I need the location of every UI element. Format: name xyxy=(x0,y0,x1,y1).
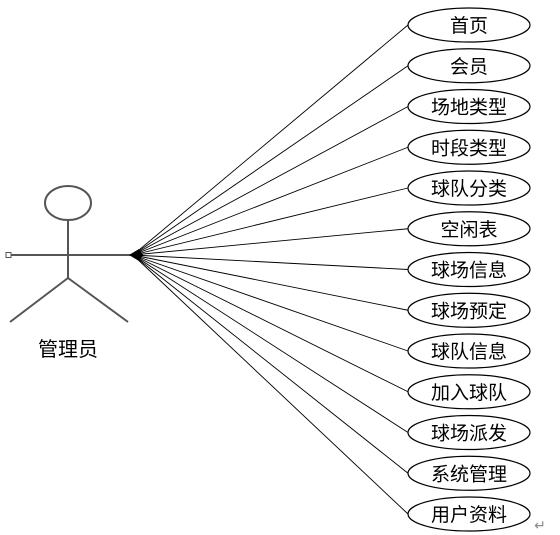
use-case-1: 首页 xyxy=(407,7,531,43)
use-case-label: 球队分类 xyxy=(431,178,507,200)
use-case-13: 用户资料 xyxy=(407,496,531,532)
use-case-label: 球队信息 xyxy=(431,341,507,363)
actor-right-leg xyxy=(67,277,129,323)
use-case-ellipse xyxy=(407,455,531,491)
use-case-label: 场地类型 xyxy=(431,97,507,119)
use-case-ellipse xyxy=(407,88,531,125)
association-line xyxy=(132,228,409,256)
association-line xyxy=(132,106,409,256)
association-line xyxy=(132,254,409,270)
actor-label: 管理员 xyxy=(38,337,98,361)
use-case-3: 场地类型 xyxy=(407,88,531,125)
association-line xyxy=(132,254,409,515)
use-case-2: 会员 xyxy=(407,48,531,84)
use-case-4: 时段类型 xyxy=(407,129,531,165)
use-case-ellipse xyxy=(407,7,531,43)
use-case-list: 首页会员场地类型时段类型球队分类空闲表球场信息球场预定球队信息加入球队球场派发系… xyxy=(407,7,531,532)
association-line xyxy=(132,254,409,474)
use-case-ellipse xyxy=(407,496,531,532)
use-case-7: 球场信息 xyxy=(407,251,531,288)
association-line xyxy=(132,187,409,256)
association-line xyxy=(132,65,409,256)
use-case-ellipse xyxy=(407,292,531,328)
return-arrow-icon: ↵ xyxy=(534,518,546,534)
use-case-10: 加入球队 xyxy=(407,374,531,410)
use-case-6: 空闲表 xyxy=(407,211,531,247)
use-case-ellipse xyxy=(407,48,531,84)
use-case-label: 首页 xyxy=(450,15,488,37)
association-line xyxy=(132,254,409,311)
use-case-5: 球队分类 xyxy=(407,170,531,206)
use-case-ellipse xyxy=(407,333,531,369)
use-case-ellipse xyxy=(407,211,531,247)
use-case-label: 空闲表 xyxy=(440,219,497,241)
actor-arm-handle xyxy=(5,252,12,258)
use-case-ellipse xyxy=(407,129,531,165)
use-case-11: 球场派发 xyxy=(407,414,531,451)
actor-figure: 管理员 xyxy=(5,185,132,361)
association-line xyxy=(132,146,409,256)
actor-head xyxy=(44,185,92,221)
actor-left-leg xyxy=(9,277,69,323)
use-case-9: 球队信息 xyxy=(407,333,531,369)
use-case-label: 会员 xyxy=(450,56,488,78)
association-lines xyxy=(132,24,409,515)
use-case-ellipse xyxy=(407,414,531,451)
use-case-ellipse xyxy=(407,374,531,410)
use-case-label: 加入球队 xyxy=(431,382,507,404)
association-line xyxy=(132,24,409,256)
association-line xyxy=(132,254,409,352)
association-hub xyxy=(129,249,143,261)
use-case-label: 球场派发 xyxy=(431,423,507,445)
use-case-ellipse xyxy=(407,170,531,206)
association-line xyxy=(132,254,409,393)
use-case-label: 系统管理 xyxy=(431,463,507,485)
use-case-label: 球场信息 xyxy=(431,260,507,282)
association-line xyxy=(132,254,409,433)
use-case-ellipse xyxy=(407,251,531,288)
use-case-label: 时段类型 xyxy=(431,137,507,159)
use-case-12: 系统管理 xyxy=(407,455,531,491)
use-case-label: 用户资料 xyxy=(431,504,507,526)
use-case-8: 球场预定 xyxy=(407,292,531,328)
use-case-label: 球场预定 xyxy=(431,300,507,322)
